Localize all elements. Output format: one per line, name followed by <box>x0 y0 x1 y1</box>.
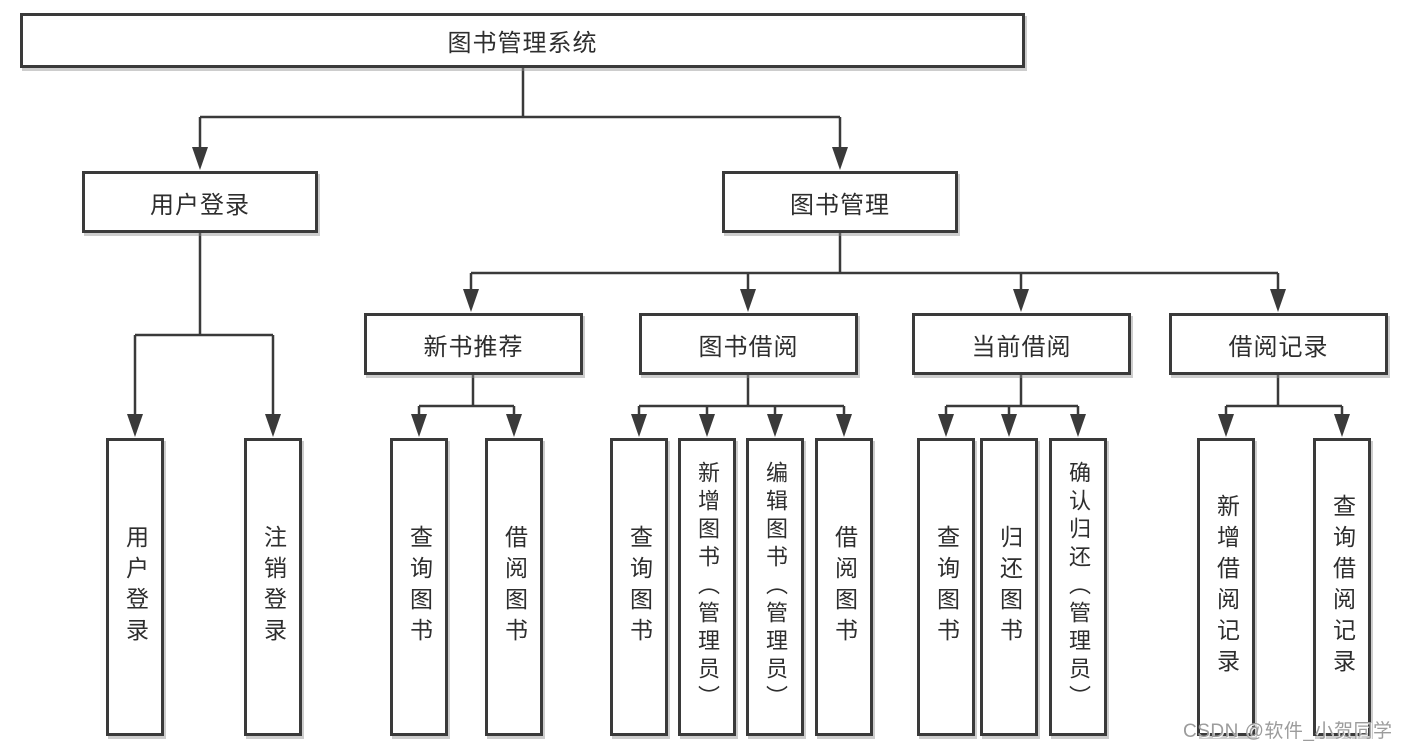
leaf-add-borrow-record: 新增借阅记录 <box>1197 438 1255 736</box>
leaf-newbooks-query-books-label: 查询图书 <box>406 525 433 649</box>
node-new-book-recommend-label: 新书推荐 <box>423 333 524 361</box>
node-current-borrow-label: 当前借阅 <box>971 333 1072 361</box>
leaf-confirm-return-admin-label: 确认归还（管理员） <box>1066 461 1091 713</box>
leaf-logout-label: 注销登录 <box>260 525 287 649</box>
node-user-login-label: 用户登录 <box>150 191 250 219</box>
node-current-borrow: 当前借阅 <box>912 313 1131 375</box>
leaf-borrow-books-label: 借阅图书 <box>831 525 858 649</box>
leaf-logout: 注销登录 <box>244 438 302 736</box>
node-book-management-label: 图书管理 <box>790 191 890 219</box>
leaf-borrow-books: 借阅图书 <box>815 438 873 736</box>
leaf-edit-books-admin: 编辑图书（管理员） <box>746 438 804 736</box>
leaf-return-books-label: 归还图书 <box>996 525 1023 649</box>
node-book-management: 图书管理 <box>722 171 958 233</box>
node-book-borrow: 图书借阅 <box>639 313 858 375</box>
leaf-add-books-admin: 新增图书（管理员） <box>678 438 736 736</box>
leaf-user-login-label: 用户登录 <box>122 525 149 649</box>
node-root-label: 图书管理系统 <box>447 30 598 57</box>
node-book-borrow-label: 图书借阅 <box>698 333 799 361</box>
leaf-borrow-query-books-label: 查询图书 <box>626 525 653 649</box>
node-user-login: 用户登录 <box>82 171 318 233</box>
leaf-borrow-query-books: 查询图书 <box>610 438 668 736</box>
node-borrow-records: 借阅记录 <box>1169 313 1388 375</box>
leaf-return-books: 归还图书 <box>980 438 1038 736</box>
leaf-user-login: 用户登录 <box>106 438 164 736</box>
node-new-book-recommend: 新书推荐 <box>364 313 583 375</box>
leaf-newbooks-borrow-books: 借阅图书 <box>485 438 543 736</box>
leaf-query-borrow-record-label: 查询借阅记录 <box>1329 494 1356 680</box>
leaf-query-borrow-record: 查询借阅记录 <box>1313 438 1371 736</box>
leaf-confirm-return-admin: 确认归还（管理员） <box>1049 438 1107 736</box>
leaf-newbooks-borrow-books-label: 借阅图书 <box>501 525 528 649</box>
node-root: 图书管理系统 <box>20 13 1025 68</box>
watermark: CSDN @软件_小贺同学 <box>1183 721 1393 742</box>
leaf-current-query-books-label: 查询图书 <box>933 525 960 649</box>
node-borrow-records-label: 借阅记录 <box>1228 333 1329 361</box>
leaf-edit-books-admin-label: 编辑图书（管理员） <box>763 461 788 713</box>
leaf-current-query-books: 查询图书 <box>917 438 975 736</box>
leaf-newbooks-query-books: 查询图书 <box>390 438 448 736</box>
leaf-add-borrow-record-label: 新增借阅记录 <box>1213 494 1240 680</box>
leaf-add-books-admin-label: 新增图书（管理员） <box>695 461 720 713</box>
